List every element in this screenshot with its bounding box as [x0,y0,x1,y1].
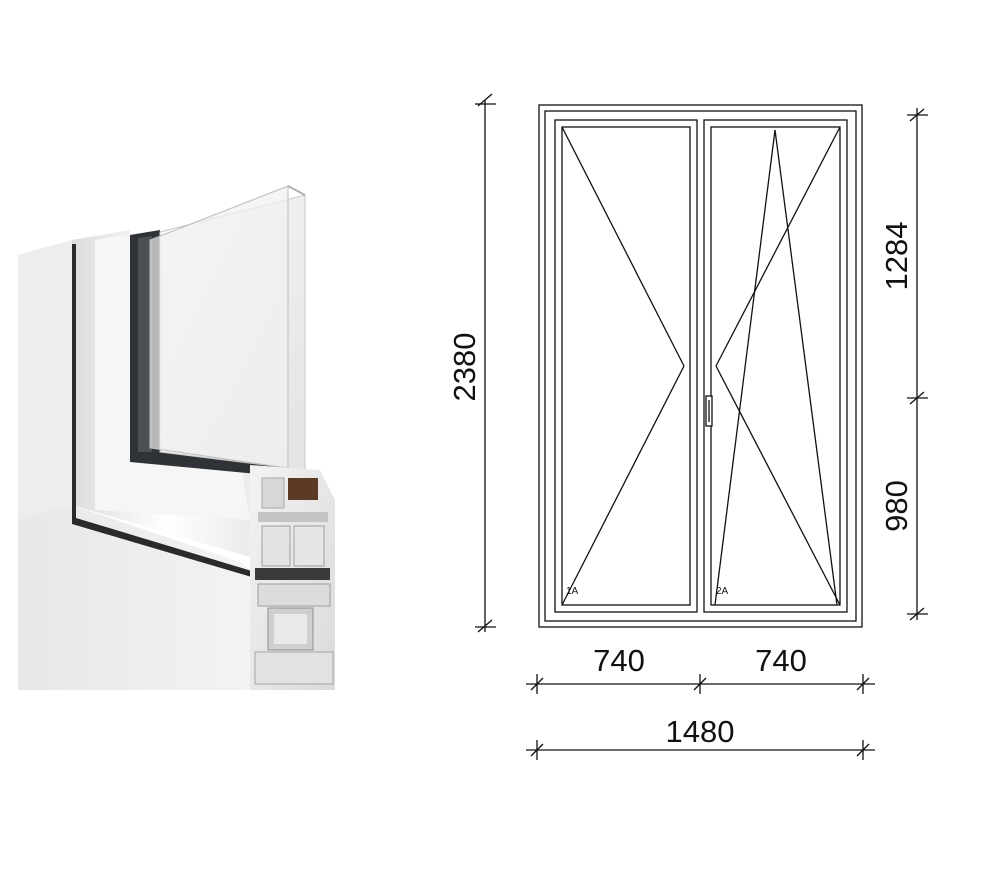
right-sash-label: 2A [716,586,729,597]
door-handle-icon [705,395,713,427]
glass-pane-front [149,185,289,469]
lower-height-label: 980 [879,480,914,532]
total-height-label: 2380 [447,333,482,402]
split-height-dimension-line [907,108,928,621]
left-sash [554,119,698,613]
right-width-label: 740 [755,643,807,678]
profile-chambers [250,465,335,690]
inner-frame [544,110,857,622]
total-width-label: 1480 [666,714,735,749]
sash-width-dimension-line [526,674,875,694]
height-dimension-line [475,93,496,633]
upper-height-label: 1284 [879,222,914,291]
left-sash-label: 1A [566,586,579,597]
left-width-label: 740 [593,643,645,678]
pvc-window-profile-cross-section-icon [18,185,335,690]
right-sash [703,119,848,613]
outer-frame [538,104,863,628]
door-technical-drawing [475,93,928,760]
total-width-dimension-line [526,740,875,760]
